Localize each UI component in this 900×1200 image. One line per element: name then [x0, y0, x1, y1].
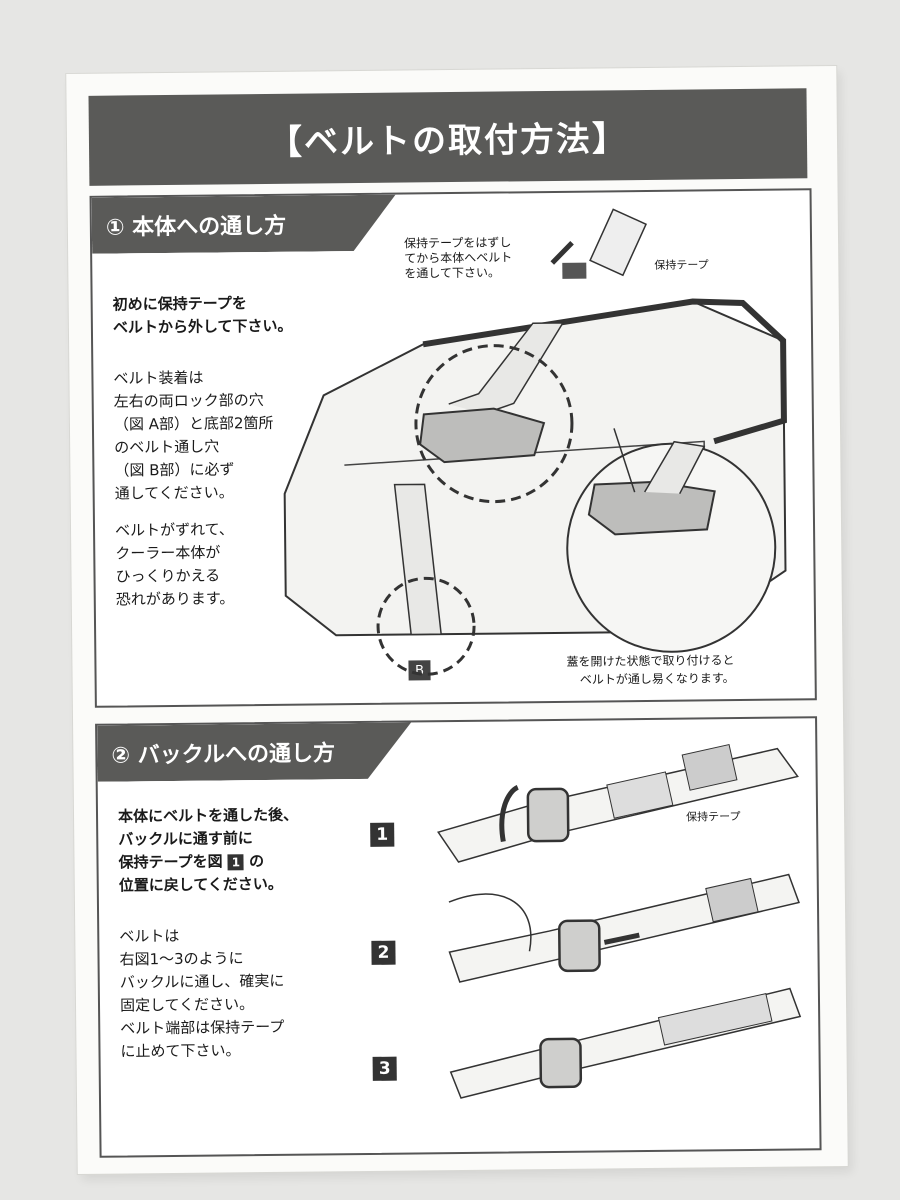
buckle-steps-illustration [437, 743, 802, 1099]
detail-circle-a [414, 344, 574, 504]
belt-strap-vertical [393, 483, 442, 636]
page-title-text: 【ベルトの取付方法】 [267, 118, 629, 163]
section-buckle-threading: ② バックルへの通し方 本体にベルトを通した後、 バックルに通す前に 保持テープ… [95, 716, 822, 1158]
tape-step-2 [705, 877, 759, 923]
instruction-sheet: 【ベルトの取付方法】 ① 本体への通し方 初めに保持テープを ベルトから外して下… [66, 65, 848, 1175]
section-body-threading: ① 本体への通し方 初めに保持テープを ベルトから外して下さい。 ベルト装着は … [89, 188, 817, 708]
lock-buckle-a [419, 407, 546, 464]
arrow-up-icon [499, 785, 520, 842]
cooler-lid-rim [422, 298, 787, 445]
belt-loop-step-2 [448, 893, 532, 952]
tape-piece [562, 262, 587, 279]
tape-wrap-step-1 [681, 743, 738, 791]
buckle-step-2 [557, 919, 601, 973]
belt-strap-top [448, 322, 565, 415]
page-title: 【ベルトの取付方法】 [88, 88, 808, 186]
buckle-step-3 [539, 1037, 583, 1089]
detail-circle-b [376, 576, 476, 676]
buckle-step-1 [526, 787, 570, 843]
tape-step-1 [606, 771, 674, 819]
arrow-down-icon [550, 241, 574, 265]
cooler-belt-illustration [283, 208, 787, 676]
tape-step-3 [657, 993, 773, 1046]
tape-strip-piece [589, 208, 648, 277]
arrow-right-icon [603, 932, 640, 945]
zoomed-belt [644, 440, 706, 495]
callout-line [613, 428, 636, 493]
